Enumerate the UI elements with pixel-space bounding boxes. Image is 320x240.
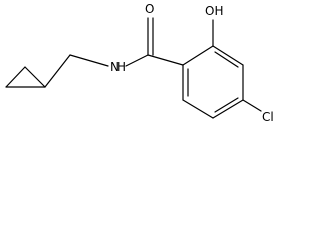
chlorine-label: Cl xyxy=(262,110,274,124)
bond xyxy=(214,51,239,68)
hydroxyl-label: OH xyxy=(205,4,223,18)
structure-diagram: O OH N H Cl xyxy=(5,2,274,124)
bond xyxy=(182,45,214,66)
bond xyxy=(182,99,214,119)
carbonyl-oxygen-label: O xyxy=(145,2,154,16)
bond xyxy=(69,54,109,67)
nitrogen-label: N xyxy=(110,60,119,74)
bond xyxy=(125,54,149,67)
benzene-ring xyxy=(182,45,244,119)
bond xyxy=(24,66,46,88)
cyclopropyl-ring xyxy=(5,66,46,88)
bond xyxy=(5,66,26,88)
bond xyxy=(242,99,262,112)
bond xyxy=(44,54,71,88)
bond xyxy=(212,99,244,119)
nitrogen-hydrogen-label: H xyxy=(117,60,126,74)
bond xyxy=(147,54,184,66)
bond xyxy=(214,97,239,113)
bond xyxy=(212,45,244,66)
